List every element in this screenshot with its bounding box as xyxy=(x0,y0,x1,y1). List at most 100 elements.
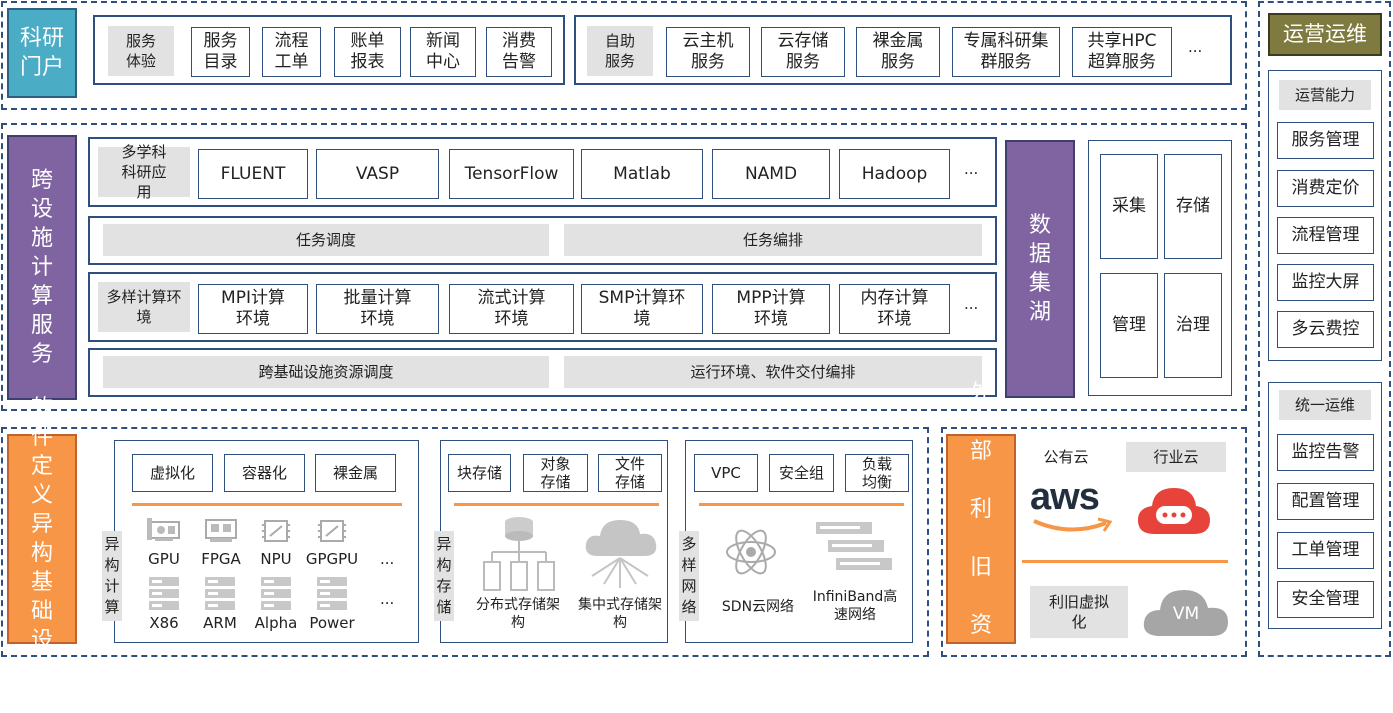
chip-ellipsis-2: ... xyxy=(380,590,395,608)
app-fluent[interactable]: FLUENT xyxy=(198,149,308,199)
network-vpc[interactable]: VPC xyxy=(694,454,758,492)
cross-section xyxy=(1,123,1247,411)
fpga-icon xyxy=(205,519,237,542)
env-ellipsis: ... xyxy=(964,295,979,313)
ops-cap-process[interactable]: 流程管理 xyxy=(1277,217,1374,254)
external-divider xyxy=(1022,560,1228,563)
storage-file[interactable]: 文件存储 xyxy=(598,454,662,492)
external-section xyxy=(941,427,1247,657)
ops-cap-pricing[interactable]: 消费定价 xyxy=(1277,170,1374,207)
network-label: 多样网络 xyxy=(679,531,699,621)
sdi-title-b: 异构基础设施 xyxy=(30,512,53,682)
arm-server-icon xyxy=(205,577,235,610)
cross-title: 跨设施计算服务 xyxy=(7,135,77,400)
self-item-hpc[interactable]: 共享HPC超算服务 xyxy=(1072,27,1172,77)
chip-gpgpu: GPGPU xyxy=(305,550,359,568)
compute-divider xyxy=(132,503,402,506)
portal-title: 科研门户 xyxy=(7,8,77,98)
portal-item-workflow[interactable]: 流程工单 xyxy=(262,27,321,77)
self-service-label: 自助服务 xyxy=(587,26,653,76)
self-item-bare-metal[interactable]: 裸金属服务 xyxy=(856,27,940,77)
aws-smile-icon xyxy=(1033,517,1113,532)
storage-distributed: 分布式存储架构 xyxy=(476,597,560,631)
task-dispatch[interactable]: 任务调度 xyxy=(103,224,549,256)
alpha-server-icon xyxy=(261,577,291,610)
ops-cap-cost[interactable]: 多云费控 xyxy=(1277,311,1374,348)
arch-x86: X86 xyxy=(149,614,179,632)
datalake-storage[interactable]: 存储 xyxy=(1164,154,1222,259)
app-tensorflow[interactable]: TensorFlow xyxy=(449,149,574,199)
ops-uni-ticket[interactable]: 工单管理 xyxy=(1277,532,1374,569)
multi-app-label: 多学科科研应用 xyxy=(98,143,190,201)
sdi-section xyxy=(1,427,929,657)
datalake-govern[interactable]: 治理 xyxy=(1164,273,1222,378)
app-namd[interactable]: NAMD xyxy=(712,149,830,199)
portal-ellipsis: ... xyxy=(1188,38,1203,56)
atom-icon xyxy=(726,529,776,575)
sdi-title-panel: 软件定义 异构基础设施 xyxy=(7,396,77,682)
reuse-virtualization[interactable]: 利旧虚拟化 xyxy=(1030,586,1128,638)
chip-gpu: GPU xyxy=(148,550,180,568)
env-memory[interactable]: 内存计算环境 xyxy=(839,284,950,334)
compute-baremetal[interactable]: 裸金属 xyxy=(315,454,396,492)
chip-npu: NPU xyxy=(260,550,292,568)
cross-infra-sched[interactable]: 跨基础设施资源调度 xyxy=(103,356,549,388)
datalake-manage[interactable]: 管理 xyxy=(1100,273,1158,378)
storage-label: 异构存储 xyxy=(434,531,454,621)
portal-item-news[interactable]: 新闻中心 xyxy=(410,27,476,77)
distributed-storage-icon xyxy=(483,517,555,591)
ops-uni-monitor[interactable]: 监控告警 xyxy=(1277,434,1374,471)
app-vasp[interactable]: VASP xyxy=(316,149,439,199)
network-divider xyxy=(699,503,904,506)
env-mpi[interactable]: MPI计算环境 xyxy=(198,284,308,334)
self-item-cloud-storage[interactable]: 云存储服务 xyxy=(761,27,845,77)
compute-virtualization[interactable]: 虚拟化 xyxy=(132,454,213,492)
ops-uni-security[interactable]: 安全管理 xyxy=(1277,581,1374,618)
gpu-icon xyxy=(147,518,180,541)
storage-block[interactable]: 块存储 xyxy=(448,454,511,492)
ops-uni-config[interactable]: 配置管理 xyxy=(1277,483,1374,520)
portal-section xyxy=(1,1,1247,110)
ops-cap-service[interactable]: 服务管理 xyxy=(1277,122,1374,159)
infiniband-switch-icon xyxy=(816,522,892,570)
datalake-collect[interactable]: 采集 xyxy=(1100,154,1158,259)
env-mpp[interactable]: MPP计算环境 xyxy=(712,284,830,334)
centralized-storage-icon xyxy=(585,520,657,588)
portal-item-billing[interactable]: 账单报表 xyxy=(334,27,401,77)
network-load-balancer[interactable]: 负载均衡 xyxy=(845,454,909,492)
vm-cloud-icon: VM xyxy=(1140,584,1232,640)
public-cloud-label: 公有云 xyxy=(1043,448,1089,466)
ops-section xyxy=(1258,1,1391,657)
aws-logo: aws xyxy=(1030,477,1114,539)
service-experience-label: 服务体验 xyxy=(108,26,174,76)
chip-ellipsis-1: ... xyxy=(380,550,395,568)
network-security-group[interactable]: 安全组 xyxy=(769,454,834,492)
storage-centralized: 集中式存储架构 xyxy=(578,597,662,631)
x86-server-icon xyxy=(149,577,179,610)
self-item-cloud-host[interactable]: 云主机服务 xyxy=(666,27,750,77)
arch-arm: ARM xyxy=(203,614,237,632)
external-title: 外部利旧资源 xyxy=(946,381,1016,696)
portal-item-catalog[interactable]: 服务目录 xyxy=(191,27,250,77)
compute-container[interactable]: 容器化 xyxy=(224,454,305,492)
ops-cap-dashboard[interactable]: 监控大屏 xyxy=(1277,264,1374,301)
ops-capability-label: 运营能力 xyxy=(1279,80,1371,110)
app-matlab[interactable]: Matlab xyxy=(581,149,703,199)
network-sdn: SDN云网络 xyxy=(721,599,795,615)
ops-title: 运营运维 xyxy=(1268,13,1382,56)
ops-unified-label: 统一运维 xyxy=(1279,390,1371,420)
app-hadoop[interactable]: Hadoop xyxy=(839,149,950,199)
env-stream[interactable]: 流式计算环境 xyxy=(449,284,574,334)
env-smp[interactable]: SMP计算环境 xyxy=(581,284,703,334)
aws-logo-text: aws xyxy=(1030,476,1100,518)
datalake-title: 数据集湖 xyxy=(1005,140,1075,398)
industry-cloud-icon xyxy=(1138,488,1210,534)
gpgpu-icon xyxy=(318,520,346,542)
portal-item-alert[interactable]: 消费告警 xyxy=(486,27,552,77)
self-item-research-cluster[interactable]: 专属科研集群服务 xyxy=(952,27,1060,77)
task-orchestration[interactable]: 任务编排 xyxy=(564,224,982,256)
storage-object[interactable]: 对象存储 xyxy=(523,454,588,492)
runtime-orchestration[interactable]: 运行环境、软件交付编排 xyxy=(564,356,982,388)
env-batch[interactable]: 批量计算环境 xyxy=(316,284,439,334)
multi-env-label: 多样计算环境 xyxy=(98,282,190,332)
